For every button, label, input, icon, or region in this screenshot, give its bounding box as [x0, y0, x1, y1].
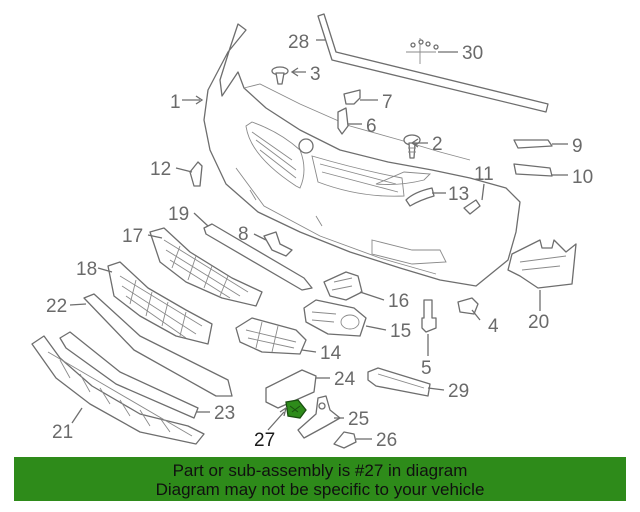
- part-6-bracket[interactable]: [337, 107, 349, 135]
- callout-4: 4: [488, 316, 499, 337]
- callout-20: 20: [528, 312, 549, 333]
- part-7-bracket[interactable]: [343, 89, 361, 105]
- callout-14: 14: [320, 343, 342, 364]
- callout-5: 5: [421, 358, 432, 379]
- callout-2: 2: [432, 134, 443, 155]
- callout-labels: 1 2 3 4 5 6 7 8 9 10 11 12 13 14 15 16 1…: [46, 32, 593, 451]
- part-25-bracket[interactable]: [297, 395, 341, 439]
- callout-12: 12: [150, 159, 171, 180]
- part-1-bumper-cover[interactable]: [203, 23, 521, 287]
- callout-21: 21: [52, 422, 73, 443]
- part-15-fog-grille[interactable]: [303, 299, 367, 337]
- callout-17: 17: [122, 226, 143, 247]
- part-4-retainer[interactable]: [457, 297, 479, 315]
- callout-27: 27: [254, 430, 275, 451]
- banner-line-disclaimer: Diagram may not be specific to your vehi…: [155, 480, 485, 499]
- callout-10: 10: [572, 167, 593, 188]
- callout-23: 23: [214, 403, 235, 424]
- callout-1: 1: [170, 92, 181, 113]
- callout-25: 25: [348, 409, 369, 430]
- callout-22: 22: [46, 296, 67, 317]
- part-28-trim-strip[interactable]: [317, 13, 549, 113]
- callout-24: 24: [334, 369, 356, 390]
- callout-7: 7: [382, 92, 393, 113]
- callout-19: 19: [168, 204, 189, 225]
- part-18-lower-grille[interactable]: [107, 261, 213, 345]
- banner-line-part-number: Part or sub-assembly is #27 in diagram: [172, 461, 468, 480]
- bumper-parts-diagram: 1 2 3 4 5 6 7 8 9 10 11 12 13 14 15 16 1…: [31, 13, 593, 451]
- part-30-clips[interactable]: [406, 38, 439, 64]
- callout-30: 30: [462, 43, 483, 64]
- part-26-cap[interactable]: [333, 431, 357, 449]
- part-21-reinforcement[interactable]: [31, 335, 205, 445]
- part-20-splash-shield[interactable]: [507, 239, 577, 289]
- callout-15: 15: [390, 321, 411, 342]
- part-19-trim-strip[interactable]: [203, 223, 313, 291]
- part-13-fog-cover[interactable]: [405, 187, 435, 207]
- callout-29: 29: [448, 381, 469, 402]
- part-27-highlighted-bracket[interactable]: [285, 399, 307, 419]
- callout-18: 18: [76, 259, 97, 280]
- part-29-trim[interactable]: [367, 367, 431, 397]
- part-3-push-clip[interactable]: [271, 66, 289, 85]
- callout-8: 8: [238, 224, 249, 245]
- part-24-bracket[interactable]: [265, 369, 317, 409]
- part-12-cover[interactable]: [189, 161, 203, 187]
- callout-9: 9: [572, 136, 583, 157]
- callout-3: 3: [310, 64, 321, 85]
- part-10-trim[interactable]: [513, 163, 553, 177]
- callout-26: 26: [376, 430, 397, 451]
- part-22-strip[interactable]: [83, 293, 233, 397]
- callout-6: 6: [366, 116, 377, 137]
- callout-16: 16: [388, 291, 409, 312]
- part-17-upper-grille[interactable]: [149, 227, 263, 307]
- callout-13: 13: [448, 184, 469, 205]
- callout-28: 28: [288, 32, 309, 53]
- part-14-grille-insert[interactable]: [235, 317, 307, 355]
- part-5-pin[interactable]: [421, 299, 437, 333]
- notice-banner: Part or sub-assembly is #27 in diagram D…: [14, 457, 626, 501]
- part-23-strip[interactable]: [59, 331, 199, 419]
- part-8-bracket[interactable]: [263, 231, 293, 257]
- leader-lines: [69, 39, 568, 440]
- part-9-trim[interactable]: [513, 139, 553, 149]
- part-16-bracket[interactable]: [323, 271, 363, 301]
- part-11-cover[interactable]: [463, 199, 481, 215]
- callout-11: 11: [474, 164, 494, 185]
